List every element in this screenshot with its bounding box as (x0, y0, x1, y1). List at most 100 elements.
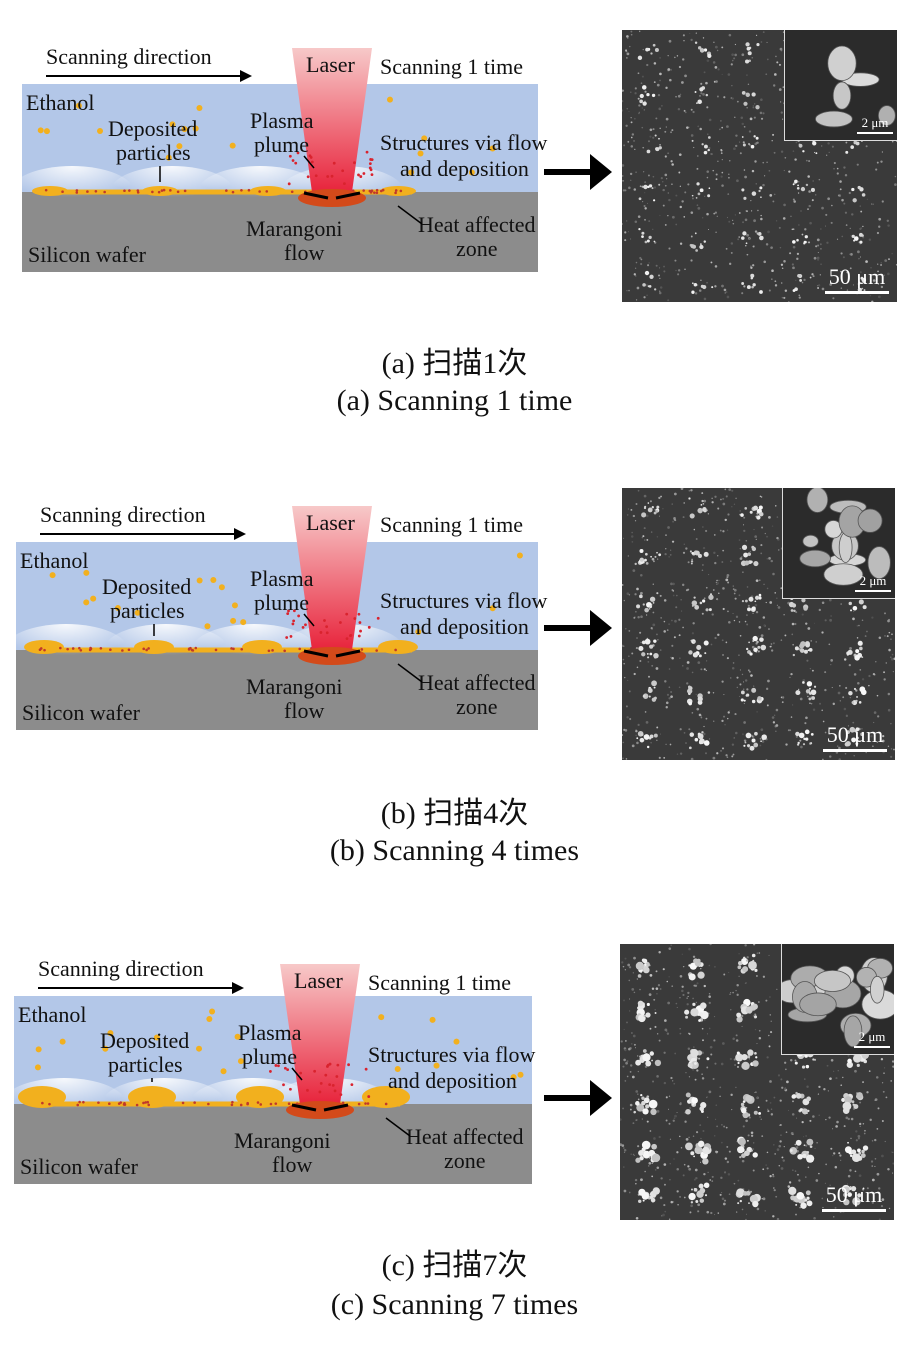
sem-cluster-particle (806, 1154, 815, 1163)
plasma-dot (368, 162, 372, 165)
sem-cluster-particle (861, 287, 864, 290)
surface-dot (162, 188, 166, 192)
surface-dot (256, 1101, 260, 1104)
sem-cluster-particle (688, 1192, 696, 1201)
sem-cluster-particle (745, 92, 750, 98)
sem-cluster-particle (750, 276, 754, 280)
deposited-mound (18, 1086, 66, 1108)
ethanol-particle (196, 105, 203, 112)
sem-cluster-particle (852, 605, 858, 611)
plasma-dot (286, 612, 290, 616)
plasma-dot (367, 625, 371, 629)
sem-cluster-particle (804, 1198, 808, 1202)
sem-cluster-particle (856, 1063, 860, 1068)
sem-cluster-particle (692, 652, 699, 658)
sem-cluster-particle (737, 1061, 740, 1065)
surface-dot (370, 189, 374, 193)
sem-cluster-particle (638, 227, 641, 231)
sem-cluster-particle (745, 1094, 753, 1102)
ethanol-particle (415, 628, 422, 635)
sem-cluster-particle (741, 600, 745, 603)
sem-cluster-particle (745, 732, 752, 739)
sem-cluster-particle (705, 608, 709, 612)
sem-cluster-particle (751, 546, 757, 552)
surface-dot (232, 647, 235, 651)
sem-cluster-particle (654, 696, 657, 700)
plasma-dot (359, 175, 363, 178)
sem-cluster-particle (758, 593, 762, 597)
sem-cluster-particle (752, 635, 758, 642)
sem-cluster-particle (736, 1051, 740, 1055)
surface-dot (146, 1100, 150, 1104)
sem-cluster-particle (743, 101, 748, 106)
sem-cluster-particle (859, 240, 863, 244)
sem-cluster-particle (650, 1108, 657, 1116)
sem-cluster-particle (801, 233, 804, 236)
sem-cluster-particle (742, 231, 747, 236)
sem-cluster-particle (851, 1100, 855, 1104)
sem-cluster-particle (701, 499, 704, 503)
sem-cluster-particle (758, 189, 761, 193)
plasma-dot (294, 161, 298, 165)
surface-dot (128, 189, 131, 192)
sem-cluster-particle (698, 1012, 704, 1017)
inset-scale-label: 2 μm (858, 1029, 886, 1044)
sem-cluster-particle (643, 734, 650, 740)
sem-cluster-particle (806, 1200, 813, 1207)
plasma-dot (289, 635, 293, 638)
sem-scale-bar: 50 μm (825, 264, 889, 294)
sem-cluster-particle (651, 1143, 657, 1150)
sem-cluster-particle (812, 141, 817, 146)
plasma-leader (303, 155, 315, 169)
sem-cluster-particle (860, 1153, 866, 1158)
scanning-arrow-head (232, 982, 244, 994)
sem-cluster-particle (641, 231, 645, 235)
inset-particle (870, 975, 885, 1004)
label-scanning-direction: Scanning direction (38, 956, 204, 981)
sem-cluster-particle (744, 560, 750, 566)
sem-cluster-particle (748, 641, 750, 644)
ethanol-particle (176, 143, 183, 150)
sem-cluster-particle (654, 1012, 657, 1014)
sem-cluster-particle (806, 1138, 814, 1146)
sem-cluster-particle (737, 1202, 740, 1205)
surface-dot (187, 648, 191, 651)
sem-cluster-particle (748, 596, 754, 602)
heat-leader (385, 1117, 411, 1137)
sem-cluster-particle (797, 184, 799, 187)
surface-dot (183, 189, 187, 193)
ethanol-particle (75, 102, 82, 109)
plasma-dot (269, 1070, 272, 1073)
surface-dot (240, 647, 244, 651)
sem-cluster-particle (650, 555, 652, 558)
sem-cluster-particle (805, 689, 811, 694)
ethanol-particle (107, 1030, 114, 1037)
sem-cluster-particle (857, 1148, 861, 1153)
sem-cluster-particle (692, 1002, 696, 1007)
sem-cluster-particle (751, 1003, 758, 1010)
sem-cluster-particle (746, 693, 750, 697)
surface-dot (375, 191, 379, 195)
label-scanning-direction: Scanning direction (40, 502, 206, 527)
ethanol-particle (196, 1045, 203, 1052)
inset-scale-label: 2 μm (859, 573, 887, 588)
sem-cluster-particle (642, 1108, 649, 1115)
plasma-dot (325, 625, 329, 629)
sem-cluster-particle (641, 512, 647, 518)
sem-cluster-particle (704, 144, 708, 149)
heat-leader (397, 663, 423, 683)
sem-cluster-particle (706, 1057, 710, 1061)
plasma-dot (291, 622, 295, 626)
ethanol-particle (165, 154, 172, 161)
inset-scale-label: 2 μm (861, 115, 889, 130)
sem-cluster-particle (791, 1094, 796, 1099)
sem-cluster-particle (738, 1137, 746, 1146)
sem-cluster-particle (700, 1110, 704, 1113)
sem-cluster-particle (703, 640, 709, 646)
sem-cluster-particle (748, 960, 757, 970)
label-scanning-time: Scanning 1 time (380, 54, 523, 79)
plasma-dot (282, 1083, 285, 1087)
sem-cluster-particle (752, 283, 756, 287)
sem-cluster-particle (745, 242, 748, 245)
